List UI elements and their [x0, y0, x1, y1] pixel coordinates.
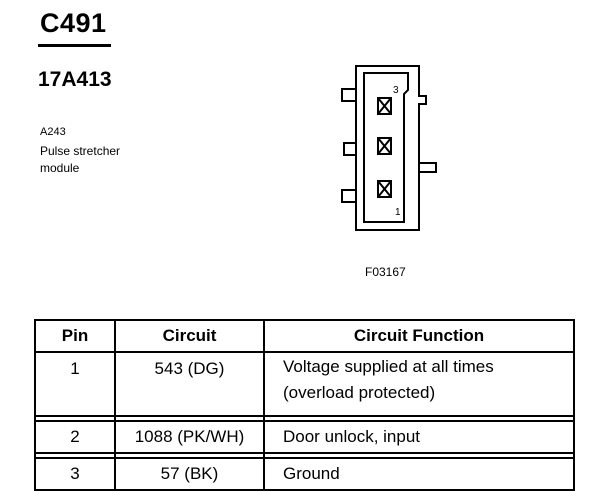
table-header-row: Pin Circuit Circuit Function	[34, 319, 575, 353]
pin-label-top: 3	[393, 85, 399, 96]
table-row: 2 1088 (PK/WH) Door unlock, input	[34, 420, 575, 454]
table-row: 3 57 (BK) Ground	[34, 457, 575, 491]
pin-function-table: Pin Circuit Circuit Function 1 543 (DG) …	[34, 319, 575, 491]
cell-circuit-function: Ground	[263, 457, 575, 491]
cell-circuit-function: Voltage supplied at all times (overload …	[263, 351, 575, 417]
pin-terminal-2	[377, 137, 392, 155]
pin-label-bottom: 1	[395, 207, 401, 218]
function-line: (overload protected)	[283, 383, 436, 402]
row-separator	[34, 415, 575, 422]
connector-id-underline	[38, 44, 111, 47]
header-circuit-function: Circuit Function	[263, 319, 575, 353]
pin-terminal-3	[377, 97, 392, 115]
row-separator	[34, 452, 575, 459]
component-name-line: Pulse stretcher	[40, 144, 121, 158]
connector-diagram: 3 1	[341, 65, 437, 231]
connector-cavity-outline	[363, 72, 409, 223]
component-name-line: module	[40, 161, 80, 175]
left-tab-middle	[343, 142, 357, 156]
connector-id: C491	[40, 8, 107, 38]
cell-pin: 2	[34, 420, 116, 454]
pin-terminal-1	[377, 180, 392, 198]
cell-pin: 1	[34, 351, 116, 417]
left-tab-bottom	[341, 189, 357, 203]
left-tab-top	[341, 88, 357, 102]
connector-housing-outline	[355, 65, 427, 231]
cell-circuit: 543 (DG)	[114, 351, 265, 417]
figure-label: F03167	[365, 265, 406, 279]
cell-pin: 3	[34, 457, 116, 491]
right-latch	[418, 162, 437, 173]
cell-circuit-function: Door unlock, input	[263, 420, 575, 454]
header-pin: Pin	[34, 319, 116, 353]
table-row: 1 543 (DG) Voltage supplied at all times…	[34, 351, 575, 417]
location-code: A243	[40, 126, 66, 138]
cell-circuit: 1088 (PK/WH)	[114, 420, 265, 454]
header-circuit: Circuit	[114, 319, 265, 353]
cell-circuit: 57 (BK)	[114, 457, 265, 491]
part-number: 17A413	[38, 68, 112, 91]
function-line: Voltage supplied at all times	[283, 357, 494, 376]
